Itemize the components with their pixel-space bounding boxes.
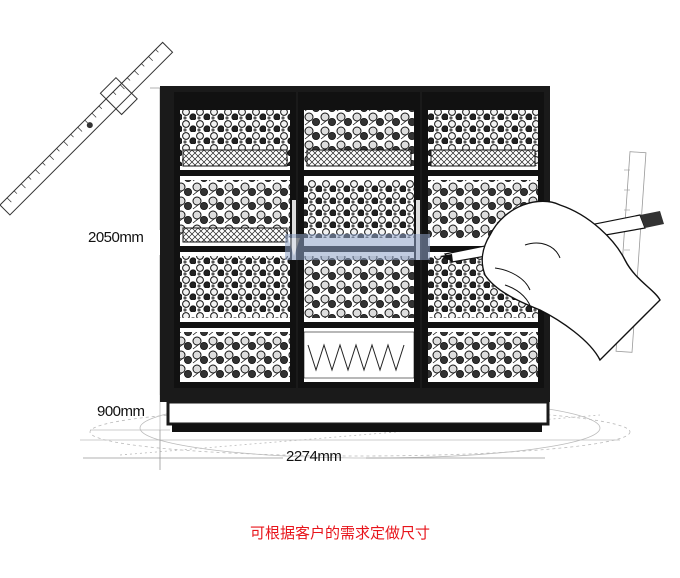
height-dimension-label: 2050mm [88,229,144,246]
watermark [285,234,430,260]
width-dimension-label: 2274mm [286,448,342,465]
hand-with-pencil [440,200,664,362]
door-handle [292,200,296,260]
base-height-dimension-label: 900mm [97,403,145,420]
door-handle [416,200,420,260]
custom-size-caption: 可根据客户的需求定做尺寸 [249,524,430,542]
ruler-left [0,41,174,216]
cabinet-door-left [174,92,296,388]
